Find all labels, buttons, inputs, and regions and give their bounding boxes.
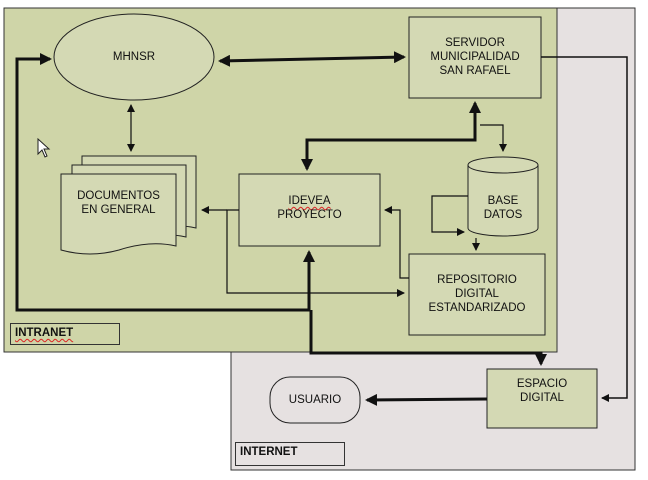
espacio-node (486, 368, 598, 429)
espacio-line-1: ESPACIO (516, 378, 568, 390)
base-datos-node (467, 156, 539, 237)
documentos-label: DOCUMENTOS EN GENERAL (61, 188, 176, 218)
arrow-servidor-espacio (541, 56, 628, 402)
documentos-line-1: DOCUMENTOS (77, 190, 160, 202)
espacio-line-2: DIGITAL (520, 392, 564, 404)
idevea-line-2: PROYECTO (277, 209, 342, 221)
arrow-servidor-base (480, 124, 507, 152)
idevea-line-1: IDEVEA (288, 195, 331, 207)
servidor-line-1: SERVIDOR (445, 37, 505, 49)
arrow-base-loop (431, 195, 468, 236)
mouse-cursor-icon (37, 137, 51, 158)
usuario-label: USUARIO (270, 391, 360, 409)
repositorio-node (408, 253, 546, 336)
servidor-line-3: SAN RAFAEL (439, 65, 511, 77)
intranet-text: INTRANET (15, 327, 74, 339)
arrow-repositorio-idevea (384, 206, 409, 279)
repositorio-label: REPOSITORIO DIGITAL ESTANDARIZADO (409, 271, 545, 317)
usuario-node (269, 376, 361, 424)
base-line-2: DATOS (483, 209, 523, 221)
repositorio-line-1: REPOSITORIO (437, 274, 517, 286)
espacio-label: ESPACIO DIGITAL (487, 376, 597, 406)
servidor-line-2: MUNICIPALIDAD (430, 51, 520, 63)
idevea-label: IDEVEA PROYECTO (239, 193, 380, 223)
servidor-node (408, 16, 542, 99)
base-line-1: BASE (487, 195, 519, 207)
repositorio-line-2: DIGITAL (455, 288, 499, 300)
mhnsr-text: MHNSR (112, 51, 156, 63)
usuario-text: USUARIO (288, 394, 342, 406)
servidor-label: SERVIDOR MUNICIPALIDAD SAN RAFAEL (409, 32, 541, 82)
mhnsr-label: MHNSR (84, 48, 184, 66)
intranet-label: INTRANET (10, 323, 120, 345)
base-datos-label: BASE DATOS (468, 193, 538, 223)
internet-label: INTERNET (235, 442, 345, 466)
arrow-idevea-espacio (309, 310, 547, 366)
arrow-idevea-mhnsr (15, 53, 315, 312)
documentos-line-2: EN GENERAL (81, 204, 156, 216)
arrow-idevea-documentos (226, 209, 405, 297)
arrow-espacio-usuario (365, 393, 488, 406)
repositorio-line-3: ESTANDARIZADO (428, 302, 526, 314)
internet-text: INTERNET (240, 446, 298, 458)
